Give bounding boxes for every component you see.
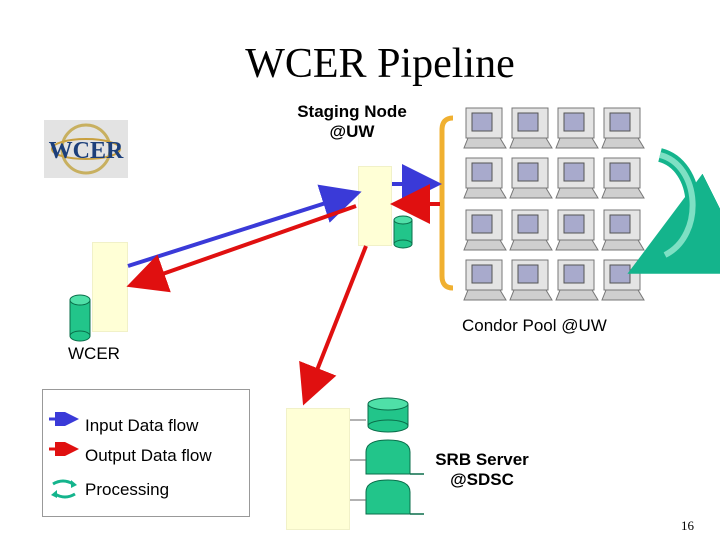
output-flow-arrow-staging-to-srb [299, 245, 368, 406]
legend-output-label: Output Data flow [85, 446, 212, 465]
computer-icon [601, 157, 645, 199]
legend-input-label: Input Data flow [85, 416, 199, 435]
processing-loop-icon [627, 148, 720, 274]
srb-node-box [286, 408, 350, 530]
computer-icon [463, 259, 507, 301]
output-flow-arrow-staging-to-wcer [126, 204, 357, 293]
input-flow-arrow-wcer-to-staging [127, 184, 362, 268]
staging-node-line1: Staging Node [297, 102, 407, 121]
computer-icon [463, 157, 507, 199]
computer-icon [601, 107, 645, 149]
computer-icon [555, 259, 599, 301]
wcer-logo: WCER [44, 120, 128, 178]
condor-pool-computers [463, 107, 645, 301]
srb-server-line2: @SDSC [450, 470, 514, 489]
logo-text: WCER [49, 138, 124, 164]
srb-server-line1: SRB Server [435, 450, 529, 469]
srb-storage-drive-icon [365, 479, 424, 515]
computer-icon [509, 107, 553, 149]
legend-input-arrow-icon [49, 412, 79, 426]
staging-node-line2: @UW [329, 122, 375, 141]
computer-icon [555, 157, 599, 199]
staging-storage-icon [393, 215, 413, 249]
srb-server-label: SRB Server @SDSC [420, 450, 544, 490]
computer-icon [555, 107, 599, 149]
computer-icon [509, 157, 553, 199]
srb-storage-drive-icon [365, 439, 424, 475]
computer-icon [601, 209, 645, 251]
wcer-label: WCER [68, 344, 120, 363]
page-title: WCER Pipeline [245, 41, 515, 87]
legend-processing-label: Processing [85, 480, 170, 499]
srb-storage-cylinder-icon [367, 397, 409, 433]
condor-pool-label: Condor Pool @UW [462, 316, 607, 335]
wcer-storage-icon [69, 294, 91, 342]
wcer-logo-icon: WCER [49, 123, 124, 175]
computer-icon [463, 107, 507, 149]
legend: Input Data flow Output Data flow Process… [42, 389, 250, 517]
page-number: 16 [681, 518, 694, 533]
computer-icon [555, 209, 599, 251]
computer-icon [509, 209, 553, 251]
staging-node-label: Staging Node @UW [284, 102, 420, 142]
condor-pool-bracket [439, 115, 454, 291]
computer-icon [509, 259, 553, 301]
legend-output-arrow-icon [49, 442, 79, 456]
legend-processing-icon [51, 479, 77, 499]
computer-icon [463, 209, 507, 251]
computer-icon [601, 259, 645, 301]
staging-node-box [358, 166, 392, 246]
